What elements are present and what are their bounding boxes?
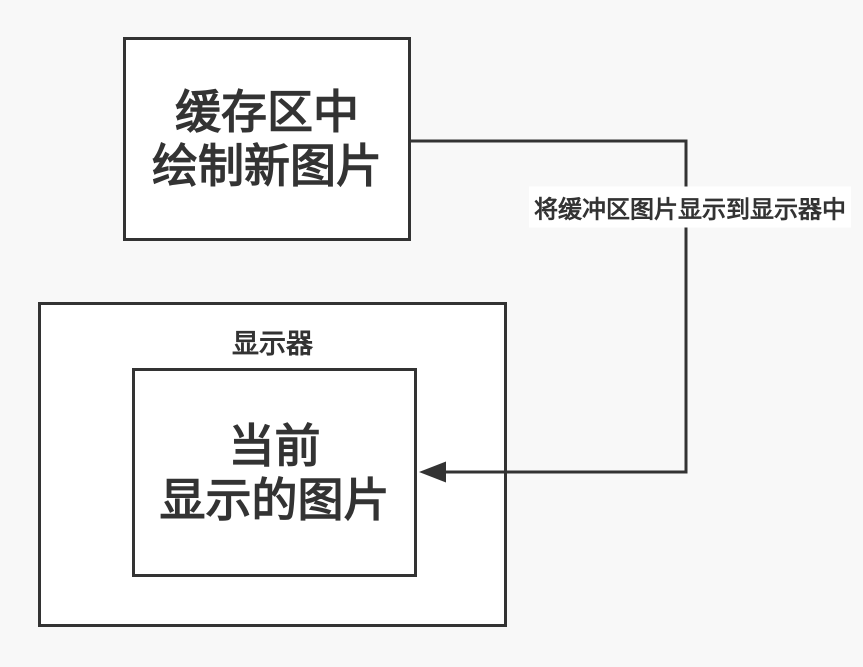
monitor-box-label: 显示器 bbox=[232, 329, 313, 359]
current-image-box-label-line1: 当前 bbox=[228, 419, 321, 472]
buffer-box-label-line1: 缓存区中 bbox=[175, 86, 359, 138]
connector-label: 将缓冲区图片显示到显示器中 bbox=[529, 186, 851, 228]
current-image-box: 当前 显示的图片 bbox=[132, 368, 417, 577]
current-image-box-label: 当前 显示的图片 bbox=[160, 419, 390, 527]
buffer-box: 缓存区中 绘制新图片 bbox=[123, 37, 411, 241]
buffer-box-label: 缓存区中 绘制新图片 bbox=[152, 85, 382, 193]
monitor-box: 显示器 当前 显示的图片 bbox=[38, 302, 507, 627]
buffer-box-label-line2: 绘制新图片 bbox=[152, 140, 382, 192]
current-image-box-label-line2: 显示的图片 bbox=[159, 473, 390, 526]
